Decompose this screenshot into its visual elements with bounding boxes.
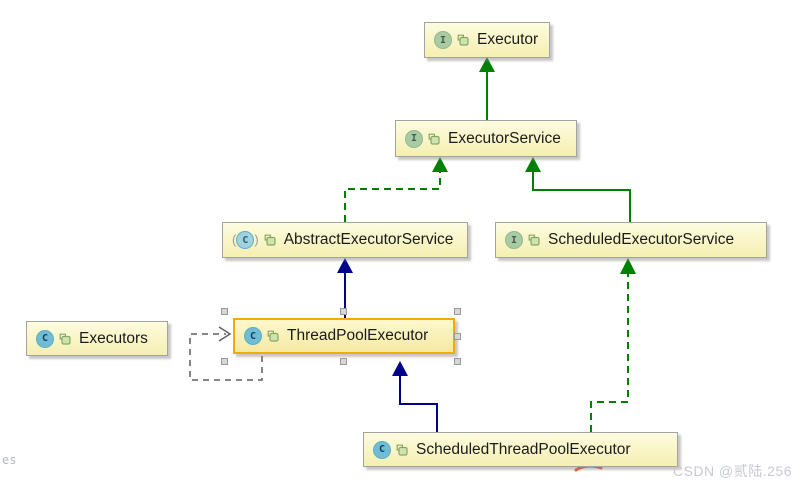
lock-icon [528,234,540,246]
edge-threadpoolexecutor-self-dependency[interactable] [189,326,263,381]
abstract-class-icon: ( C ) [232,231,259,249]
lock-icon [396,444,408,456]
interface-icon: I [505,231,523,249]
class-icon: C [236,231,255,249]
lock-icon [59,333,71,345]
node-executor[interactable]: I Executor [424,22,550,58]
lock-icon [457,34,469,46]
csdn-watermark: CSDN @贰陆.256 [672,463,792,479]
edge-executorservice-extends-executor[interactable] [479,57,495,120]
interface-icon: I [434,31,452,49]
selection-handle-top-left[interactable] [221,308,228,315]
selection-handle-bottom-right[interactable] [454,358,461,365]
node-label: AbstractExecutorService [283,231,454,248]
edge-scheduledexecutorservice-extends-executorservice[interactable] [525,157,631,222]
lock-icon [264,234,276,246]
node-abstractexecutorservice[interactable]: ( C ) AbstractExecutorService [222,222,468,258]
abstract-paren-close: ) [254,232,259,247]
selection-handle-bottom-left[interactable] [221,358,228,365]
class-icon: C [36,329,54,348]
class-icon: C [244,327,262,345]
node-label: ScheduledThreadPoolExecutor [416,440,631,458]
selection-handle-right-mid[interactable] [454,333,461,340]
lock-icon [267,330,279,342]
lock-icon [428,133,440,145]
node-label: Executor [477,31,539,48]
node-label: ThreadPoolExecutor [287,327,429,344]
node-label: ExecutorService [448,129,561,147]
class-icon: C [373,440,391,459]
node-executors[interactable]: C Executors [26,321,168,356]
node-label: ScheduledExecutorService [548,231,735,248]
clipped-edge-text: es [2,453,17,467]
selection-handle-bottom-mid[interactable] [340,358,347,365]
selection-handle-top-right[interactable] [454,308,461,315]
interface-icon: I [405,129,423,148]
abstract-paren-open: ( [232,232,237,247]
selection-handle-top-mid[interactable] [340,308,347,315]
edge-scheduledthreadpoolexecutor-implements-scheduledexecutorservice[interactable] [590,258,636,432]
node-scheduledexecutorservice[interactable]: I ScheduledExecutorService [495,222,767,258]
edge-scheduledthreadpoolexecutor-extends-threadpoolexecutor[interactable] [392,361,438,432]
node-scheduledthreadpoolexecutor[interactable]: C ScheduledThreadPoolExecutor [363,432,678,467]
node-threadpoolexecutor[interactable]: C ThreadPoolExecutor [233,318,455,354]
edge-abstractexecutorservice-implements-executorservice[interactable] [344,157,448,222]
node-label: Executors [79,329,148,347]
node-executorservice[interactable]: I ExecutorService [395,120,577,157]
